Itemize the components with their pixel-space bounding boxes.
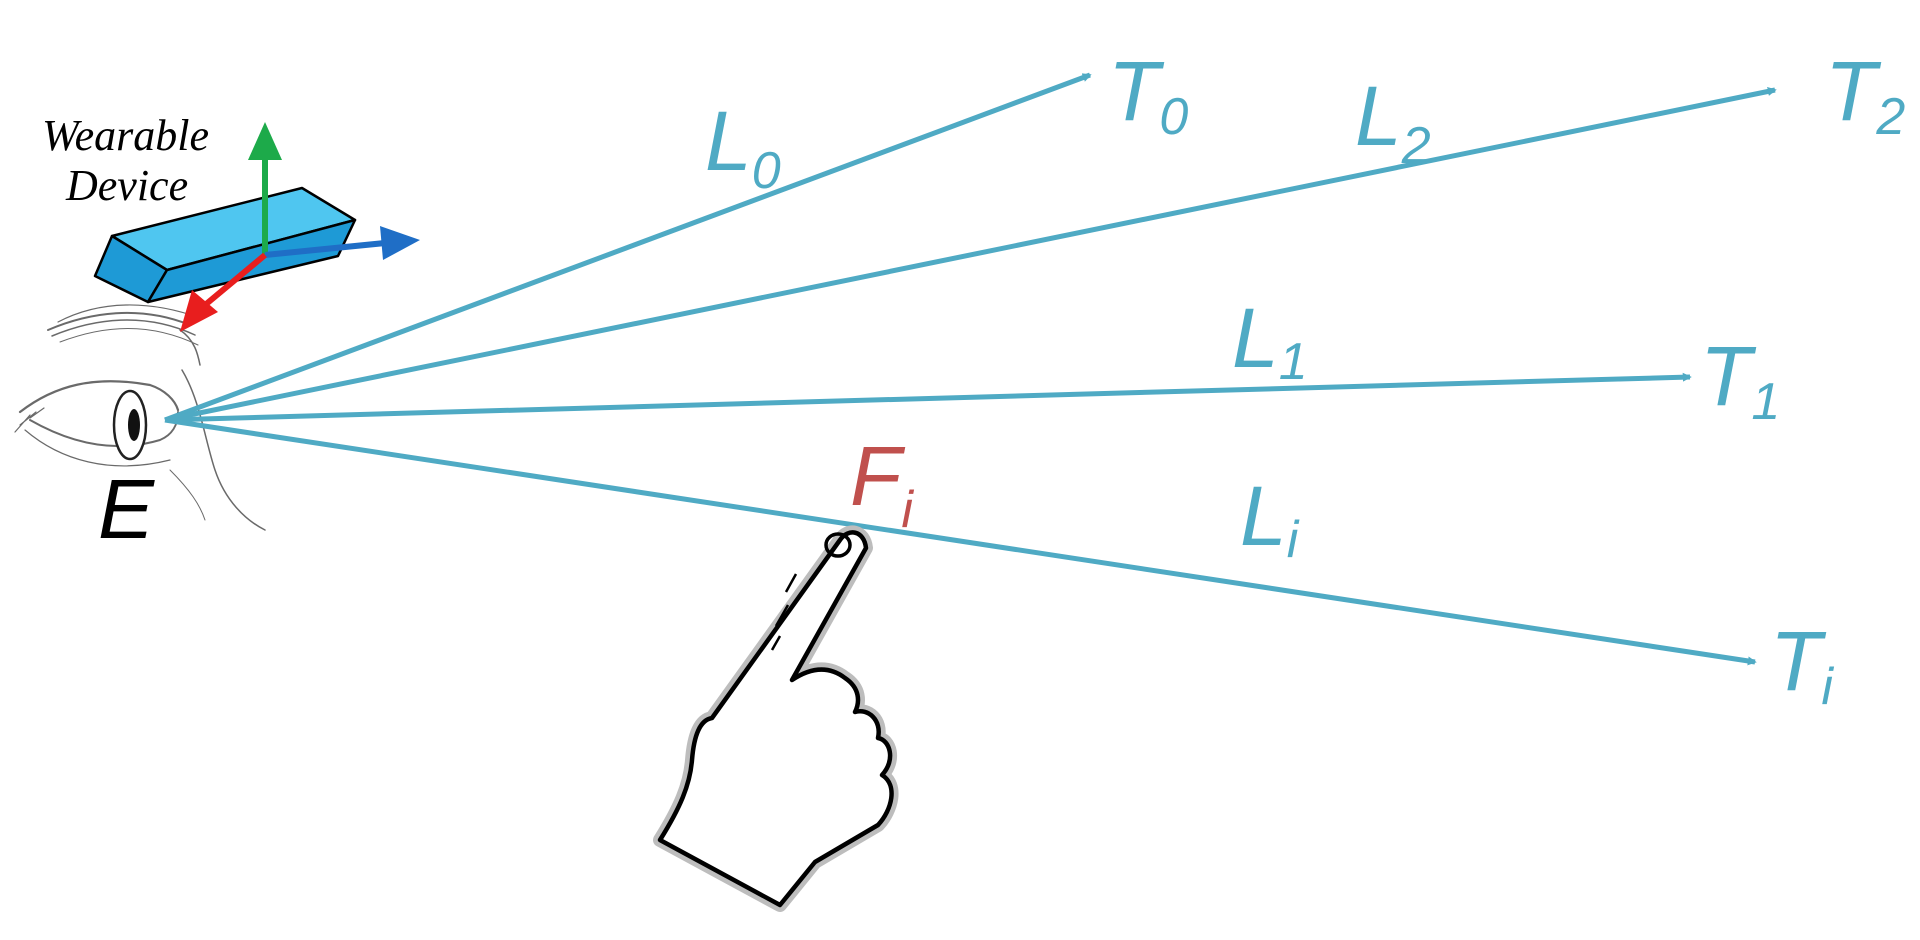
- finger-label-main: F: [850, 429, 906, 523]
- target-label-t1: T1: [1700, 329, 1780, 431]
- pointing-hand-icon: [653, 525, 899, 912]
- target-label-t0: T0: [1108, 44, 1188, 146]
- finger-label: Fi: [850, 429, 914, 539]
- ray-label-li: Li: [1240, 469, 1300, 569]
- target-label-t2-sub: 2: [1875, 88, 1905, 146]
- device-axes: [180, 122, 420, 332]
- eye-sketch-icon: [14, 304, 266, 531]
- ray-label-l2-sub: 2: [1401, 117, 1431, 175]
- ray-label-l0-sub: 0: [752, 142, 781, 200]
- target-label-t1-sub: 1: [1751, 373, 1780, 431]
- target-label-t0-sub: 0: [1159, 88, 1188, 146]
- ray-label-l0: L0: [705, 94, 781, 200]
- axis-right: [264, 240, 386, 258]
- ray-label-li-sub: i: [1287, 511, 1300, 569]
- axis-down: [203, 252, 267, 308]
- target-label-ti-sub: i: [1821, 658, 1834, 716]
- target-label-ti: Ti: [1770, 614, 1834, 716]
- target-label-t1-main: T: [1700, 329, 1757, 423]
- target-label-ti-main: T: [1770, 614, 1827, 708]
- device-label-line1: Wearable: [42, 111, 209, 160]
- ray-li: [164, 417, 1757, 666]
- ray-label-li-main: L: [1240, 469, 1287, 563]
- wearable-device-box-icon: [93, 186, 357, 304]
- target-label-t2-main: T: [1825, 44, 1882, 138]
- eye-label: E: [98, 462, 155, 556]
- axis-right-arrowhead: [380, 226, 420, 260]
- ray-label-l2: L2: [1355, 69, 1431, 175]
- ray-label-l1: L1: [1232, 291, 1308, 391]
- finger-label-sub: i: [901, 481, 914, 539]
- target-label-t2: T2: [1825, 44, 1905, 146]
- target-label-t0-main: T: [1108, 44, 1165, 138]
- ray-l1: [164, 372, 1692, 423]
- ray-l0: [164, 72, 1092, 423]
- device-label-line2: Device: [65, 161, 188, 210]
- ray-lines: [164, 72, 1777, 666]
- axis-down-arrowhead: [180, 290, 218, 332]
- axis-up-arrowhead: [248, 122, 282, 160]
- ray-label-l1-sub: 1: [1279, 333, 1308, 391]
- ray-label-l2-main: L: [1355, 69, 1402, 163]
- ray-label-l1-main: L: [1232, 291, 1279, 385]
- ray-label-l0-main: L: [705, 94, 752, 188]
- ray-l2: [164, 87, 1777, 423]
